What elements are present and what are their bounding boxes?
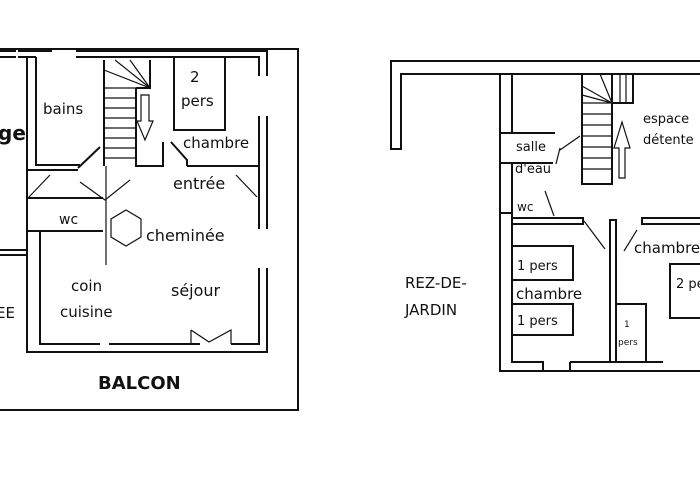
- label-balcon: BALCON: [98, 373, 181, 394]
- left-partition: [0, 249, 28, 344]
- label-sejour: séjour: [171, 281, 221, 300]
- outer-walls: [0, 50, 268, 353]
- label-bains: bains: [43, 100, 83, 118]
- upper-floor-plan: ge EE bains 2 pers chambre entrée wc che…: [0, 48, 299, 411]
- arrow-down-icon: [136, 94, 154, 142]
- label-bed-small-1: 1: [624, 320, 630, 330]
- label-entree: entrée: [173, 174, 225, 193]
- bed-double: [669, 263, 700, 319]
- terrace-outline: [390, 60, 700, 150]
- bains-walls: [26, 57, 101, 171]
- label-bed-double: 2 pers: [676, 277, 700, 292]
- garden-floor-plan: REZ-DE- JARDIN salle d'eau espace détent…: [390, 60, 700, 372]
- wall-segment: [499, 73, 513, 134]
- door-swings: [544, 135, 638, 252]
- arrow-up-icon: [613, 119, 631, 179]
- label-chambre: chambre: [183, 134, 249, 152]
- bed-double-upper: [173, 56, 226, 131]
- label-jardin: JARDIN: [404, 301, 457, 319]
- label-coin: coin: [71, 277, 102, 295]
- label-wc: wc: [517, 200, 533, 214]
- partition-wall: [609, 219, 617, 363]
- bed-single-3: [615, 303, 647, 363]
- label-bed-2: 2: [190, 68, 200, 86]
- label-bed2: 1 pers: [517, 314, 558, 329]
- balcony-outline: [0, 48, 299, 411]
- bed-single-2: [511, 303, 574, 336]
- label-espace: espace: [643, 112, 689, 127]
- fireplace-icon: [110, 209, 142, 247]
- staircase: [581, 73, 634, 185]
- wc-wall: [511, 217, 584, 225]
- chambre-walls: [170, 141, 259, 167]
- chambre-wall: [641, 217, 700, 225]
- bed-single-1: [511, 245, 574, 281]
- label-wc: wc: [59, 212, 78, 228]
- door-swings: [27, 166, 258, 265]
- wall-segment: [499, 162, 513, 214]
- label-bed-small-pers: pers: [618, 338, 638, 348]
- label-deau: d'eau: [515, 162, 551, 177]
- balcony-door: [190, 328, 232, 344]
- label-bed-pers: pers: [181, 92, 214, 110]
- staircase: [103, 59, 164, 167]
- wc-walls: [27, 197, 103, 232]
- label-chambre-left: chambre: [516, 285, 582, 303]
- label-cut-top: ge: [0, 121, 26, 145]
- label-chambre-right: chambre: [634, 239, 700, 257]
- label-cuisine: cuisine: [60, 303, 113, 321]
- label-cheminee: cheminée: [146, 226, 225, 245]
- label-cut-bottom: EE: [0, 304, 15, 322]
- label-salle: salle: [516, 140, 546, 155]
- label-detente: détente: [643, 133, 694, 148]
- label-bed1: 1 pers: [517, 259, 558, 274]
- label-rez: REZ-DE-: [405, 274, 467, 292]
